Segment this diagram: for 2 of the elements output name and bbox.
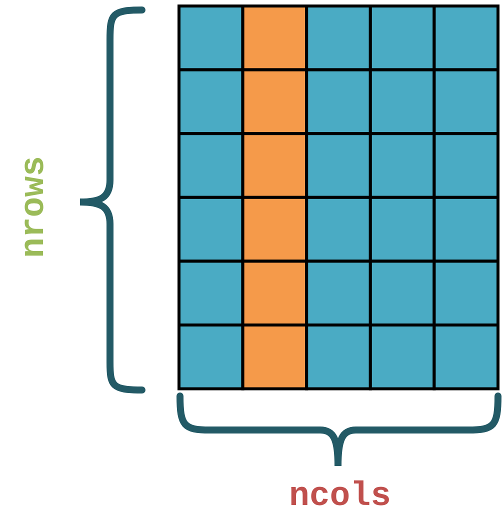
axis-label: ncols <box>289 480 392 512</box>
axis-label: nrows <box>18 156 52 258</box>
